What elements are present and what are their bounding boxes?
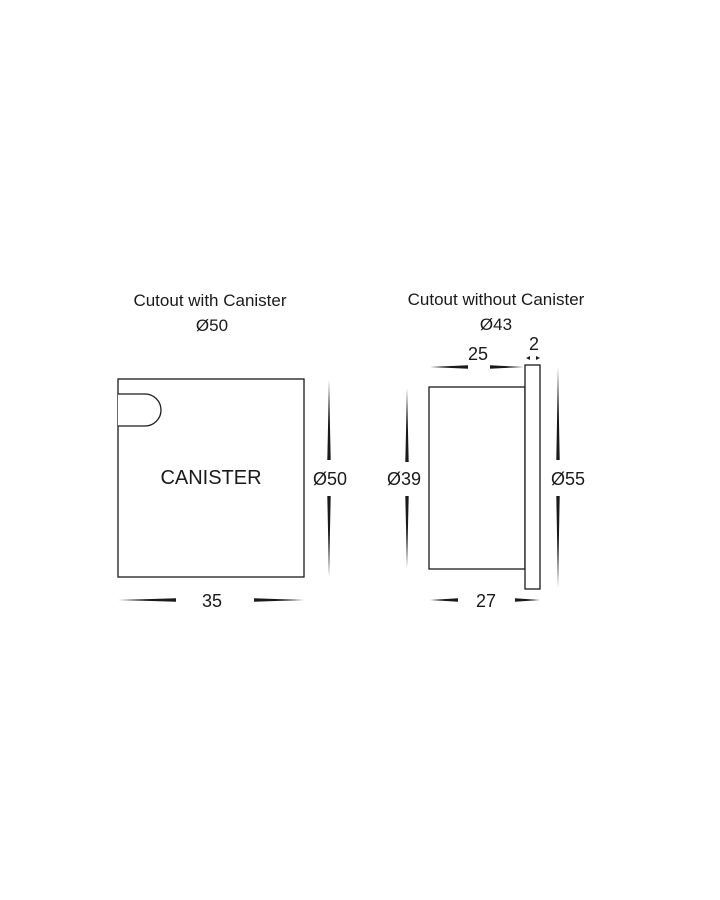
flange-arrow-left — [526, 356, 530, 360]
right-total-depth-arrow-right — [515, 598, 540, 602]
right-depth-arrow-right — [490, 365, 524, 369]
fitting-flange — [524, 364, 541, 590]
right-view-cutout-diameter: Ø43 — [480, 315, 512, 334]
right-view-title: Cutout without Canister — [408, 290, 585, 309]
left-height-arrow-bottom — [327, 496, 331, 577]
left-view-cutout-diameter: Ø50 — [196, 316, 228, 335]
fitting-body — [428, 386, 526, 570]
flange-thickness-dimension: 2 — [529, 334, 539, 354]
right-view: Cutout without Canister Ø43 25 2 Ø39 Ø55… — [387, 290, 585, 611]
left-width-arrow-left — [118, 598, 176, 602]
right-flange-height-arrow-bottom — [556, 496, 560, 588]
left-view: Cutout with Canister Ø50 CANISTER Ø50 35 — [117, 291, 347, 611]
right-body-height-arrow-top — [405, 388, 409, 462]
flange-arrow-right — [536, 356, 540, 360]
right-total-depth-arrow-left — [430, 598, 458, 602]
left-height-arrow-top — [327, 380, 331, 460]
right-depth-dimension: 25 — [468, 344, 488, 364]
canister-label: CANISTER — [160, 467, 261, 489]
left-width-dimension: 35 — [202, 591, 222, 611]
canister-slot — [118, 393, 162, 427]
left-height-dimension: Ø50 — [313, 469, 347, 489]
right-depth-arrow-left — [430, 365, 468, 369]
right-body-height-arrow-bottom — [405, 496, 409, 568]
right-body-height-dimension: Ø39 — [387, 469, 421, 489]
left-width-arrow-right — [254, 598, 304, 602]
right-flange-height-dimension: Ø55 — [551, 469, 585, 489]
right-total-depth-dimension: 27 — [476, 591, 496, 611]
left-view-title: Cutout with Canister — [133, 291, 286, 310]
right-flange-height-arrow-top — [556, 367, 560, 460]
